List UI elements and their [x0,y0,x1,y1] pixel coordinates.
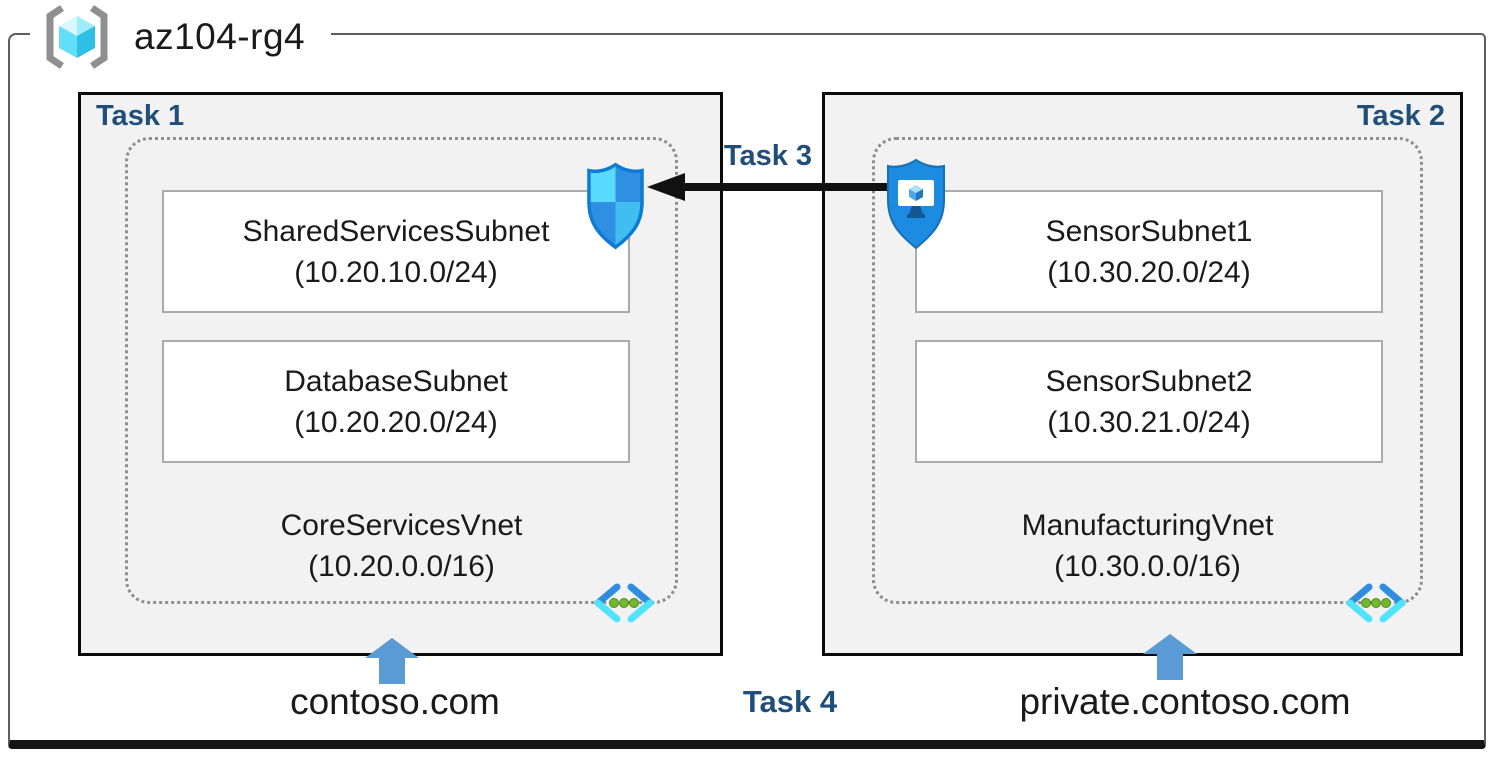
subnet-cidr: (10.30.21.0/24) [1047,405,1251,439]
network-security-group-icon [587,162,644,250]
subnet-name: SensorSubnet2 [1045,364,1253,398]
virtual-network-icon [594,583,654,623]
manufacturing-vnet-label: ManufacturingVnet (10.30.0.0/16) [872,505,1423,587]
core-services-vnet-boundary [125,137,678,604]
task1-label: Task 1 [96,100,185,132]
vnet-cidr: (10.20.0.0/16) [308,550,495,583]
sensor-subnet1-card: SensorSubnet1 (10.30.20.0/24) [915,190,1383,313]
task2-label: Task 2 [1356,100,1445,132]
vnet-name: CoreServicesVnet [280,509,523,542]
manufacturing-vnet-boundary [872,137,1423,604]
bastion-icon [887,158,945,250]
resource-group-header: az104-rg4 [30,2,332,72]
subnet-cidr: (10.20.10.0/24) [294,255,498,289]
subnet-cidr: (10.20.20.0/24) [294,405,498,439]
resource-group-icon [46,5,108,69]
task3-label: Task 3 [723,140,813,172]
up-arrow-icon [1143,634,1197,680]
subnet-name: SensorSubnet1 [1045,214,1253,248]
shared-services-subnet-card: SharedServicesSubnet (10.20.10.0/24) [162,190,630,313]
contoso-domain-label: contoso.com [290,681,500,722]
subnet-name: DatabaseSubnet [284,364,508,398]
resource-group-title: az104-rg4 [134,16,306,57]
private-contoso-domain-label: private.contoso.com [1019,681,1351,722]
up-arrow-icon [365,638,419,684]
task4-label: Task 4 [742,684,838,719]
virtual-network-icon [1346,583,1406,623]
subnet-cidr: (10.30.20.0/24) [1047,255,1251,289]
sensor-subnet2-card: SensorSubnet2 (10.30.21.0/24) [915,340,1383,463]
subnet-name: SharedServicesSubnet [242,214,550,248]
peering-arrow [647,173,895,201]
vnet-name: ManufacturingVnet [1021,509,1274,542]
database-subnet-card: DatabaseSubnet (10.20.20.0/24) [162,340,630,463]
vnet-cidr: (10.30.0.0/16) [1054,550,1241,583]
core-services-vnet-label: CoreServicesVnet (10.20.0.0/16) [125,505,678,587]
